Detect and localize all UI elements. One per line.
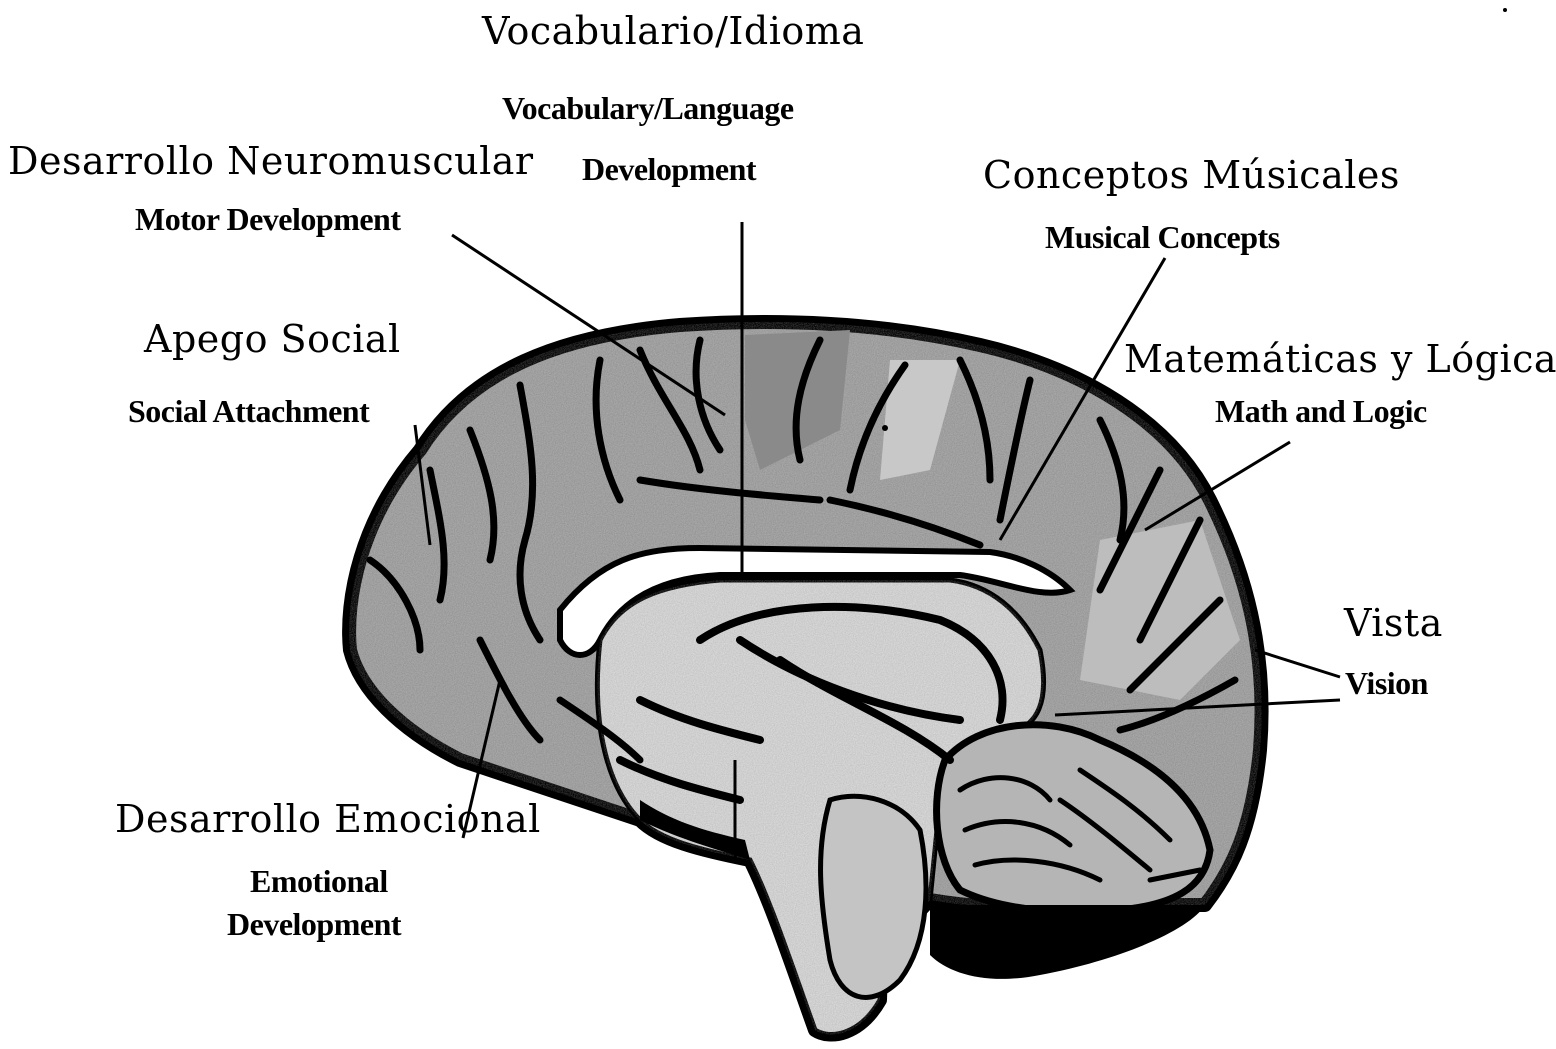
label-musical-en: Musical Concepts [1045,221,1280,253]
label-musical-es: Conceptos Músicales [983,156,1400,194]
label-emotional-en-1: Emotional [250,865,388,897]
label-social-es: Apego Social [144,320,401,358]
label-vision-en: Vision [1345,667,1428,699]
label-emotional-en-2: Development [227,908,401,940]
brainstem [821,796,926,997]
label-social-en: Social Attachment [128,395,369,427]
label-vocabulary-en-2: Development [582,153,756,185]
tentorium [930,905,1205,979]
label-emotional-es: Desarrollo Emocional [115,800,541,838]
speck [882,425,888,431]
label-vocabulary-es: Vocabulario/Idioma [482,12,864,50]
label-motor-en: Motor Development [135,203,401,235]
label-motor-es: Desarrollo Neuromuscular [8,142,534,180]
label-vocabulary-en-1: Vocabulary/Language [502,92,794,124]
label-math-en: Math and Logic [1215,395,1427,427]
speck [1503,8,1507,12]
pointer-vision-upper [1255,650,1340,677]
label-math-es: Matemáticas y Lógica [1124,340,1556,378]
label-vision-es: Vista [1344,604,1443,642]
